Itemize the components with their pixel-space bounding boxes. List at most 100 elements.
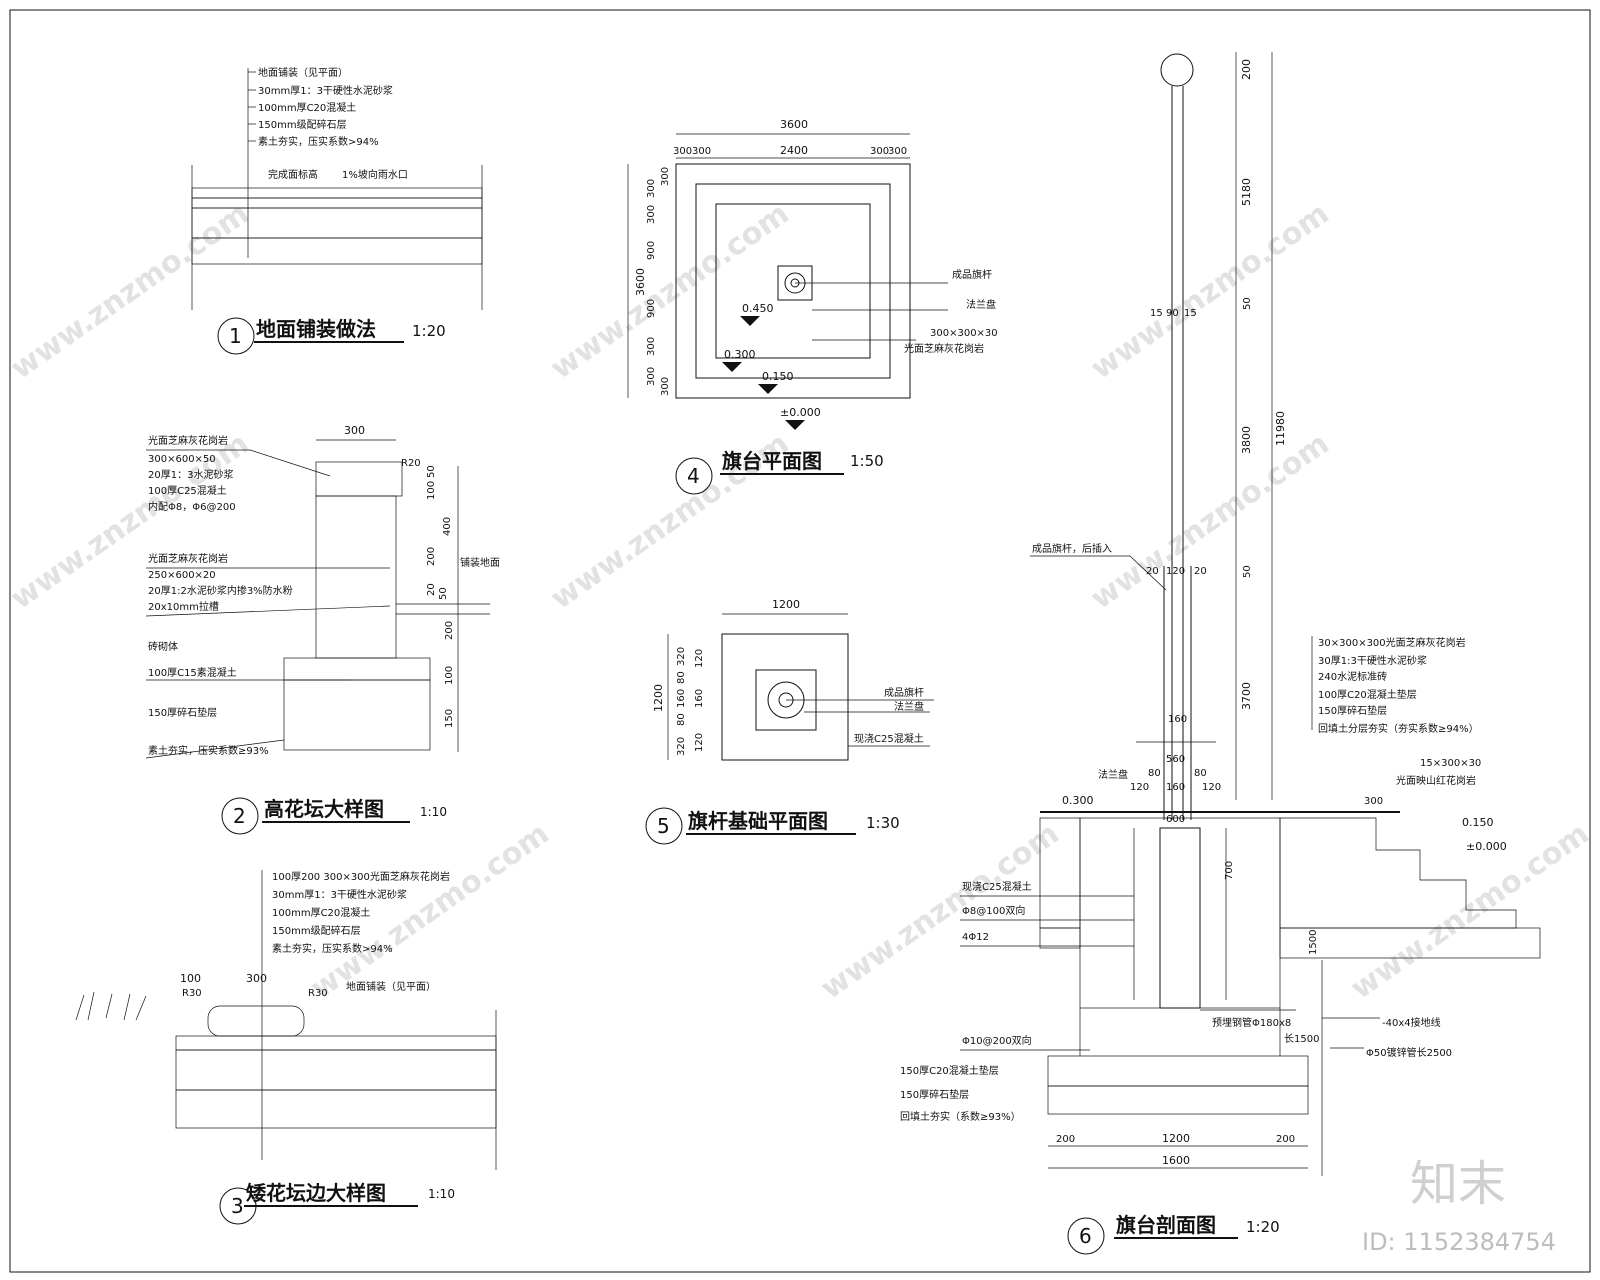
svg-text:1600: 1600: [1162, 1154, 1190, 1167]
radius-label: R30: [308, 988, 328, 999]
dim-label: 300: [246, 972, 267, 985]
note: 30mm厚1：3干硬性水泥砂浆: [258, 84, 393, 97]
svg-text:150厚碎石垫层: 150厚碎石垫层: [900, 1088, 969, 1101]
drawing-scale: 1:30: [866, 814, 900, 832]
notes-list: 地面铺装（见平面） 30mm厚1：3干硬性水泥砂浆 100mm厚C20混凝土 1…: [248, 66, 393, 148]
curb-stone: [207, 1005, 305, 1037]
svg-text:200: 200: [1276, 1134, 1295, 1145]
drawing-number-circle: [221, 797, 259, 835]
svg-text:50: 50: [1242, 297, 1253, 310]
elevation-label: 0.150: [1462, 816, 1494, 829]
elevation-label: 0.300: [724, 348, 756, 361]
step-label: 光面映山红花岗岩: [1396, 774, 1476, 787]
drawing-2-raised-planter: 300 R20 光面芝麻灰花岗岩 300×600×50 20厚1：3水泥砂浆 1…: [145, 424, 500, 835]
svg-text:光面芝麻灰花岗岩: 光面芝麻灰花岗岩: [904, 342, 984, 355]
drawing-scale: 1:10: [428, 1187, 455, 1201]
drawing-number: 1: [229, 324, 242, 348]
drawing-title: 地面铺装做法: [256, 317, 376, 341]
svg-text:100厚200 300×300光面芝麻灰花岗岩: 100厚200 300×300光面芝麻灰花岗岩: [272, 870, 450, 883]
svg-text:现浇C25混凝土: 现浇C25混凝土: [854, 732, 924, 745]
svg-text:250×600×20: 250×600×20: [148, 570, 216, 581]
svg-text:30厚1:3干硬性水泥砂浆: 30厚1:3干硬性水泥砂浆: [1318, 654, 1427, 667]
svg-text:200: 200: [1056, 1134, 1075, 1145]
svg-text:300: 300: [646, 337, 657, 356]
drawing-title: 旗台平面图: [722, 449, 822, 473]
soil-layer: [191, 237, 483, 265]
svg-text:法兰盘: 法兰盘: [966, 298, 996, 311]
cushion-layer: [1279, 927, 1541, 959]
svg-text:3600: 3600: [634, 268, 647, 296]
svg-text:4Φ12: 4Φ12: [962, 932, 989, 943]
svg-text:300: 300: [646, 179, 657, 198]
svg-text:160: 160: [694, 689, 705, 708]
svg-text:300×600×50: 300×600×50: [148, 454, 216, 465]
elevation-label: ±0.000: [780, 406, 821, 419]
embedded-pipe: [1159, 827, 1201, 1009]
svg-text:50: 50: [426, 465, 437, 478]
svg-text:240水泥标准砖: 240水泥标准砖: [1318, 670, 1387, 683]
svg-text:200: 200: [1240, 59, 1253, 80]
svg-text:光面芝麻灰花岗岩: 光面芝麻灰花岗岩: [148, 434, 228, 447]
foundation-outline: [721, 633, 849, 761]
svg-text:200: 200: [444, 621, 455, 640]
pipe-length-label: 长1500: [1284, 1033, 1319, 1045]
svg-text:300×300×30: 300×300×30: [930, 328, 998, 339]
drawing-title: 旗台剖面图: [1116, 1213, 1216, 1237]
paving-grid: [715, 203, 871, 359]
drawing-scale: 1:50: [850, 452, 884, 470]
svg-text:光面芝麻灰花岗岩: 光面芝麻灰花岗岩: [148, 552, 228, 565]
elevation-label: 0.150: [762, 370, 794, 383]
drawing-number-circle: [675, 457, 713, 495]
svg-text:320: 320: [676, 737, 687, 756]
note: 素土夯实，压实系数>94%: [258, 135, 379, 148]
concrete-foundation: [1079, 817, 1281, 1009]
svg-text:150mm级配碎石层: 150mm级配碎石层: [272, 924, 361, 937]
planter-wall: [315, 495, 397, 659]
svg-text:700: 700: [1224, 861, 1235, 880]
svg-text:300: 300: [660, 377, 671, 396]
drawing-scale: 1:10: [420, 805, 447, 819]
drawing-scale: 1:20: [412, 322, 446, 340]
brand-watermark: 知末: [1410, 1156, 1506, 1212]
sheet-border: [9, 9, 1591, 1273]
paving-label: 铺装地面: [460, 556, 500, 569]
dim-label: 1200: [652, 684, 665, 712]
dim-label: 1200: [772, 598, 800, 611]
svg-text:回填土分层夯实（夯实系数≥94%）: 回填土分层夯实（夯实系数≥94%）: [1318, 722, 1479, 735]
notes-list: 100厚200 300×300光面芝麻灰花岗岩 30mm厚1：3干硬性水泥砂浆 …: [272, 870, 450, 955]
svg-text:20: 20: [426, 583, 437, 596]
finish-label: 完成面标高: [268, 168, 318, 181]
dim-label: 100: [180, 972, 201, 985]
svg-text:1500: 1500: [1308, 930, 1319, 955]
svg-text:300: 300: [1364, 796, 1383, 807]
svg-text:20: 20: [1146, 566, 1159, 577]
drawing-number-circle: [645, 807, 683, 845]
svg-text:Φ8@100双向: Φ8@100双向: [962, 904, 1025, 917]
svg-text:100: 100: [426, 481, 437, 500]
svg-text:160: 160: [1168, 714, 1187, 725]
svg-text:300: 300: [646, 367, 657, 386]
svg-text:15: 15: [1184, 308, 1197, 319]
watermark-text: www.znzmo.com: [5, 196, 256, 386]
drawing-3-low-planter: 100厚200 300×300光面芝麻灰花岗岩 30mm厚1：3干硬性水泥砂浆 …: [75, 870, 497, 1225]
gravel-layer: [175, 1089, 497, 1129]
svg-text:80: 80: [1194, 768, 1207, 779]
drawing-6-flag-platform-section: 200 5180 50 3800 50 3700 11980 15 90 15 …: [900, 52, 1541, 1255]
concrete-base: [283, 657, 431, 681]
svg-text:3700: 3700: [1240, 682, 1253, 710]
svg-text:30×300×300光面芝麻灰花岗岩: 30×300×300光面芝麻灰花岗岩: [1318, 636, 1466, 649]
ground-wire-label: -40x4接地线: [1382, 1016, 1441, 1029]
drawing-number-circle: [217, 317, 255, 355]
svg-text:80: 80: [1148, 768, 1161, 779]
drawing-5-pole-foundation-plan: 1200 1200 320 80 160 80 320 120 160 120 …: [645, 598, 934, 845]
svg-text:900: 900: [646, 241, 657, 260]
radius-label: R30: [182, 988, 202, 999]
drawing-1-paving: 地面铺装（见平面） 30mm厚1：3干硬性水泥砂浆 100mm厚C20混凝土 1…: [191, 66, 483, 355]
drawing-number: 4: [687, 464, 700, 488]
drawing-number: 5: [657, 814, 670, 838]
svg-text:200: 200: [426, 547, 437, 566]
svg-text:600: 600: [1166, 814, 1185, 825]
svg-text:120: 120: [1202, 782, 1221, 793]
svg-text:320: 320: [676, 647, 687, 666]
svg-text:现浇C25混凝土: 现浇C25混凝土: [962, 880, 1032, 893]
